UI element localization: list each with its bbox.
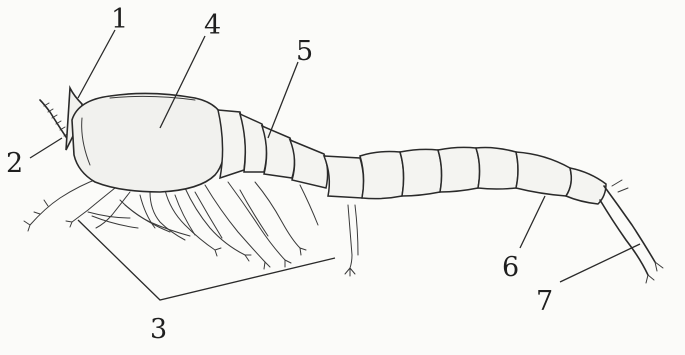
label-5: 5 — [296, 36, 313, 67]
leader-6 — [520, 196, 545, 248]
leader-3 — [78, 220, 335, 300]
label-1: 1 — [111, 4, 128, 35]
antenna — [40, 100, 69, 140]
leader-2 — [30, 138, 62, 158]
leader-5 — [268, 62, 298, 138]
tail-furca — [600, 180, 663, 283]
label-2: 2 — [6, 148, 23, 179]
label-4: 4 — [204, 10, 221, 41]
label-3: 3 — [150, 314, 167, 345]
leader-1 — [78, 30, 115, 98]
thoracic-legs — [24, 178, 358, 276]
carapace — [72, 93, 226, 192]
leader-7 — [560, 244, 640, 282]
body-segments — [218, 110, 606, 204]
label-7: 7 — [536, 286, 553, 317]
label-6: 6 — [502, 252, 519, 283]
